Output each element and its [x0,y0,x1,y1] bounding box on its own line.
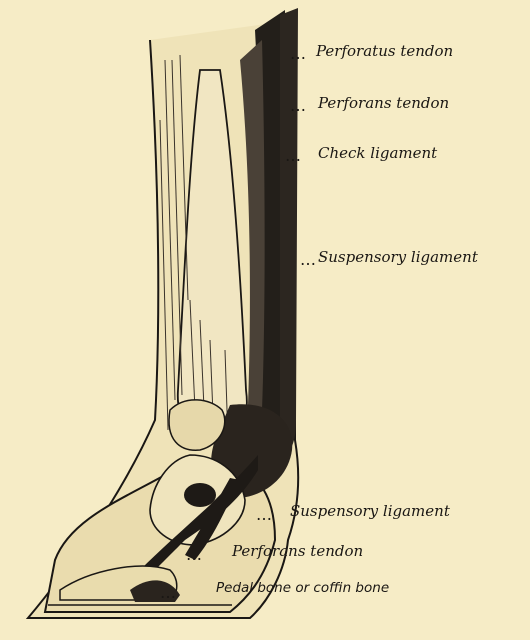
perforatus-edge [280,8,298,455]
label-perforans-tendon-upper: Perforans tendon [318,94,449,112]
leader-perforans-upper: … [290,96,307,115]
leader-suspensory-upper: … [300,250,317,269]
label-check-ligament: Check ligament [318,144,437,162]
leader-pedal-bone: … [160,583,177,602]
leader-perforans-lower: … [186,545,203,564]
leader-perforatus: … [290,44,307,63]
label-pedal-bone: Pedal bone or coffin bone [216,580,389,596]
label-suspensory-ligament-upper: Suspensory ligament [318,248,478,266]
leader-suspensory-lower: … [256,505,273,524]
label-suspensory-ligament-lower: Suspensory ligament [290,502,450,520]
label-perforatus-tendon: Perforatus tendon [316,42,453,60]
leader-check-ligament: … [285,146,302,165]
label-perforans-tendon-lower: Perforans tendon [232,542,363,560]
